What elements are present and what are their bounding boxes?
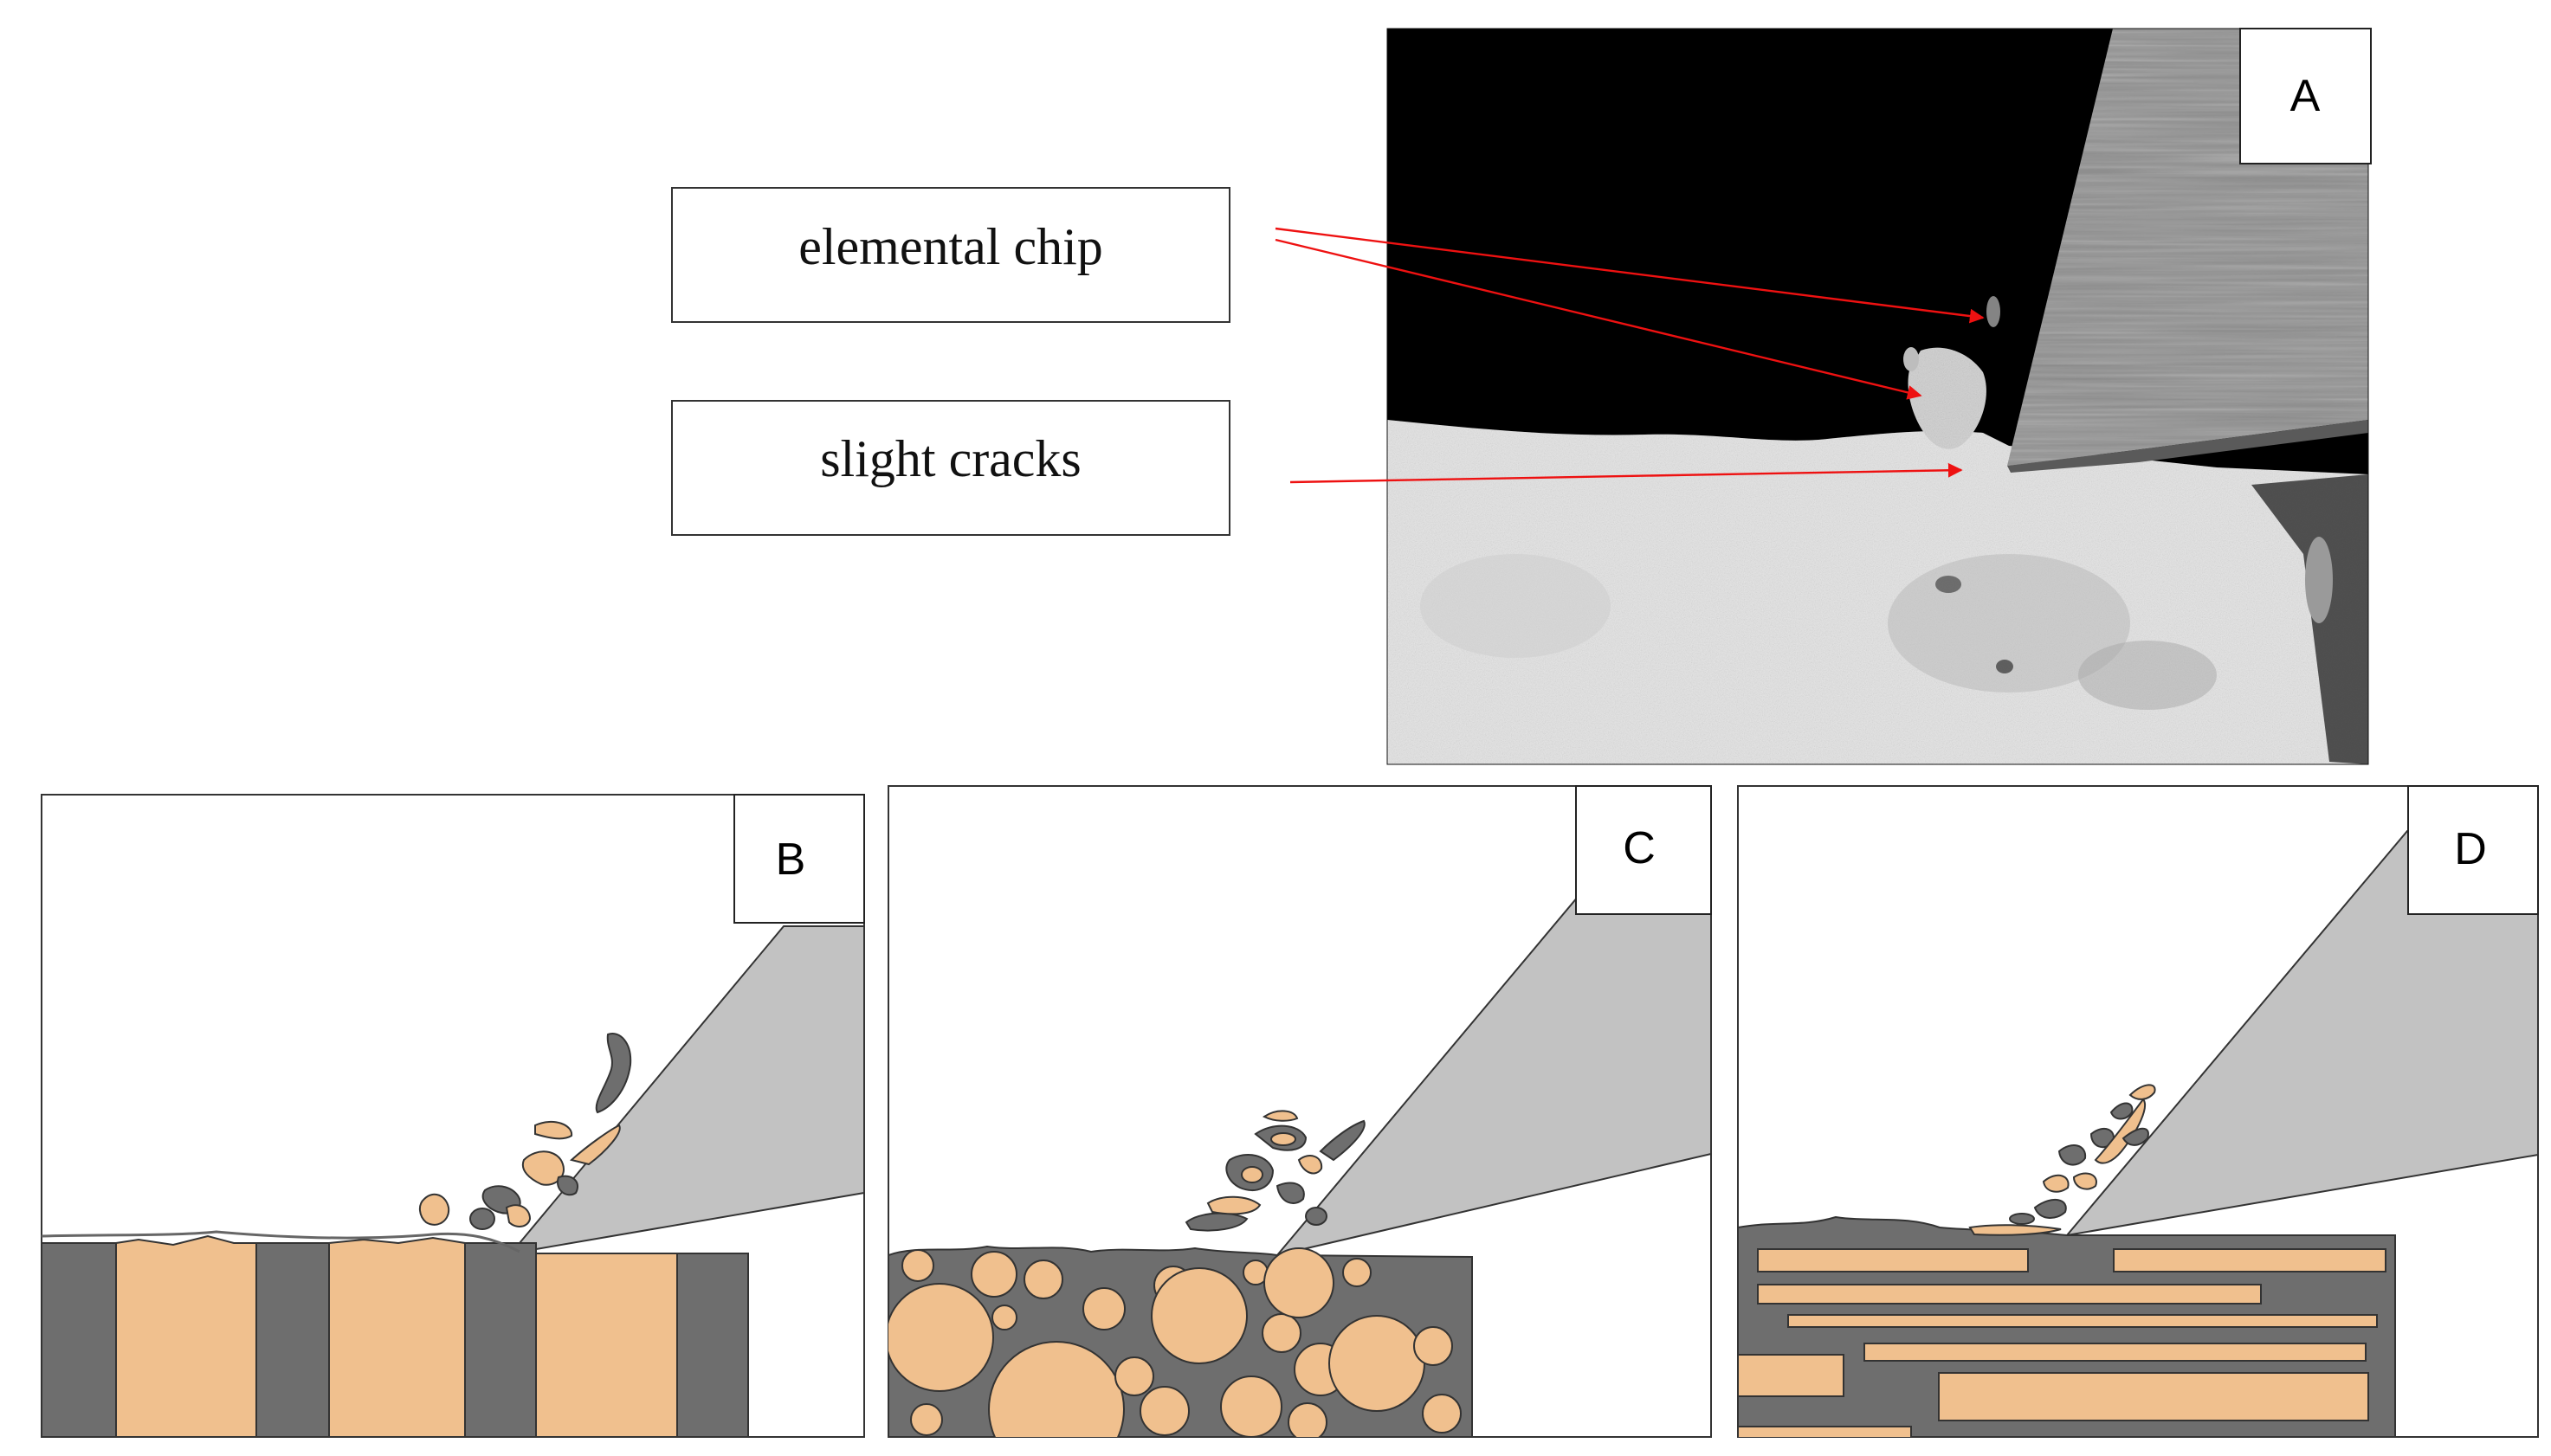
- fiber-b: [535, 1253, 678, 1437]
- callout-elemental-chip: elemental chip: [671, 187, 1230, 323]
- chips-b: [419, 1033, 632, 1230]
- matrix-region-b: [255, 1242, 330, 1437]
- matrix-region-b: [464, 1242, 537, 1437]
- elemental-chip-label: elemental chip: [798, 218, 1103, 275]
- cutting-tool-d: [2064, 830, 2538, 1237]
- arrow-chip-upper: [1275, 227, 1985, 324]
- chips-d: [1968, 1084, 2156, 1236]
- fiber-b: [115, 1234, 257, 1437]
- chips-c: [1185, 1110, 1366, 1232]
- arrow-cracks: [1289, 462, 1963, 484]
- panel-b-schematic: B: [41, 794, 865, 1438]
- cutting-tool-c: [1275, 826, 1711, 1257]
- slight-cracks-label: slight cracks: [820, 430, 1082, 487]
- fibers-c: [888, 1247, 1462, 1437]
- panel-a-tag: A: [2239, 28, 2372, 164]
- matrix-region-b: [676, 1253, 749, 1437]
- panel-c-schematic: C: [888, 785, 1712, 1438]
- panel-d-letter: D: [2454, 824, 2487, 874]
- fibers-d: [1738, 1248, 2386, 1437]
- callout-arrows: [1275, 227, 1985, 484]
- panel-a-letter: A: [2290, 71, 2321, 121]
- callout-slight-cracks: slight cracks: [671, 400, 1230, 536]
- matrix-region-b: [42, 1242, 117, 1437]
- arrow-chip-lower: [1275, 238, 1922, 400]
- panel-a-photo: [1387, 29, 2368, 764]
- panel-b-letter: B: [776, 834, 806, 885]
- fiber-b: [328, 1236, 466, 1437]
- panel-d-schematic: D: [1737, 785, 2539, 1438]
- cutting-tool-b: [508, 925, 864, 1255]
- panel-c-letter: C: [1623, 823, 1656, 873]
